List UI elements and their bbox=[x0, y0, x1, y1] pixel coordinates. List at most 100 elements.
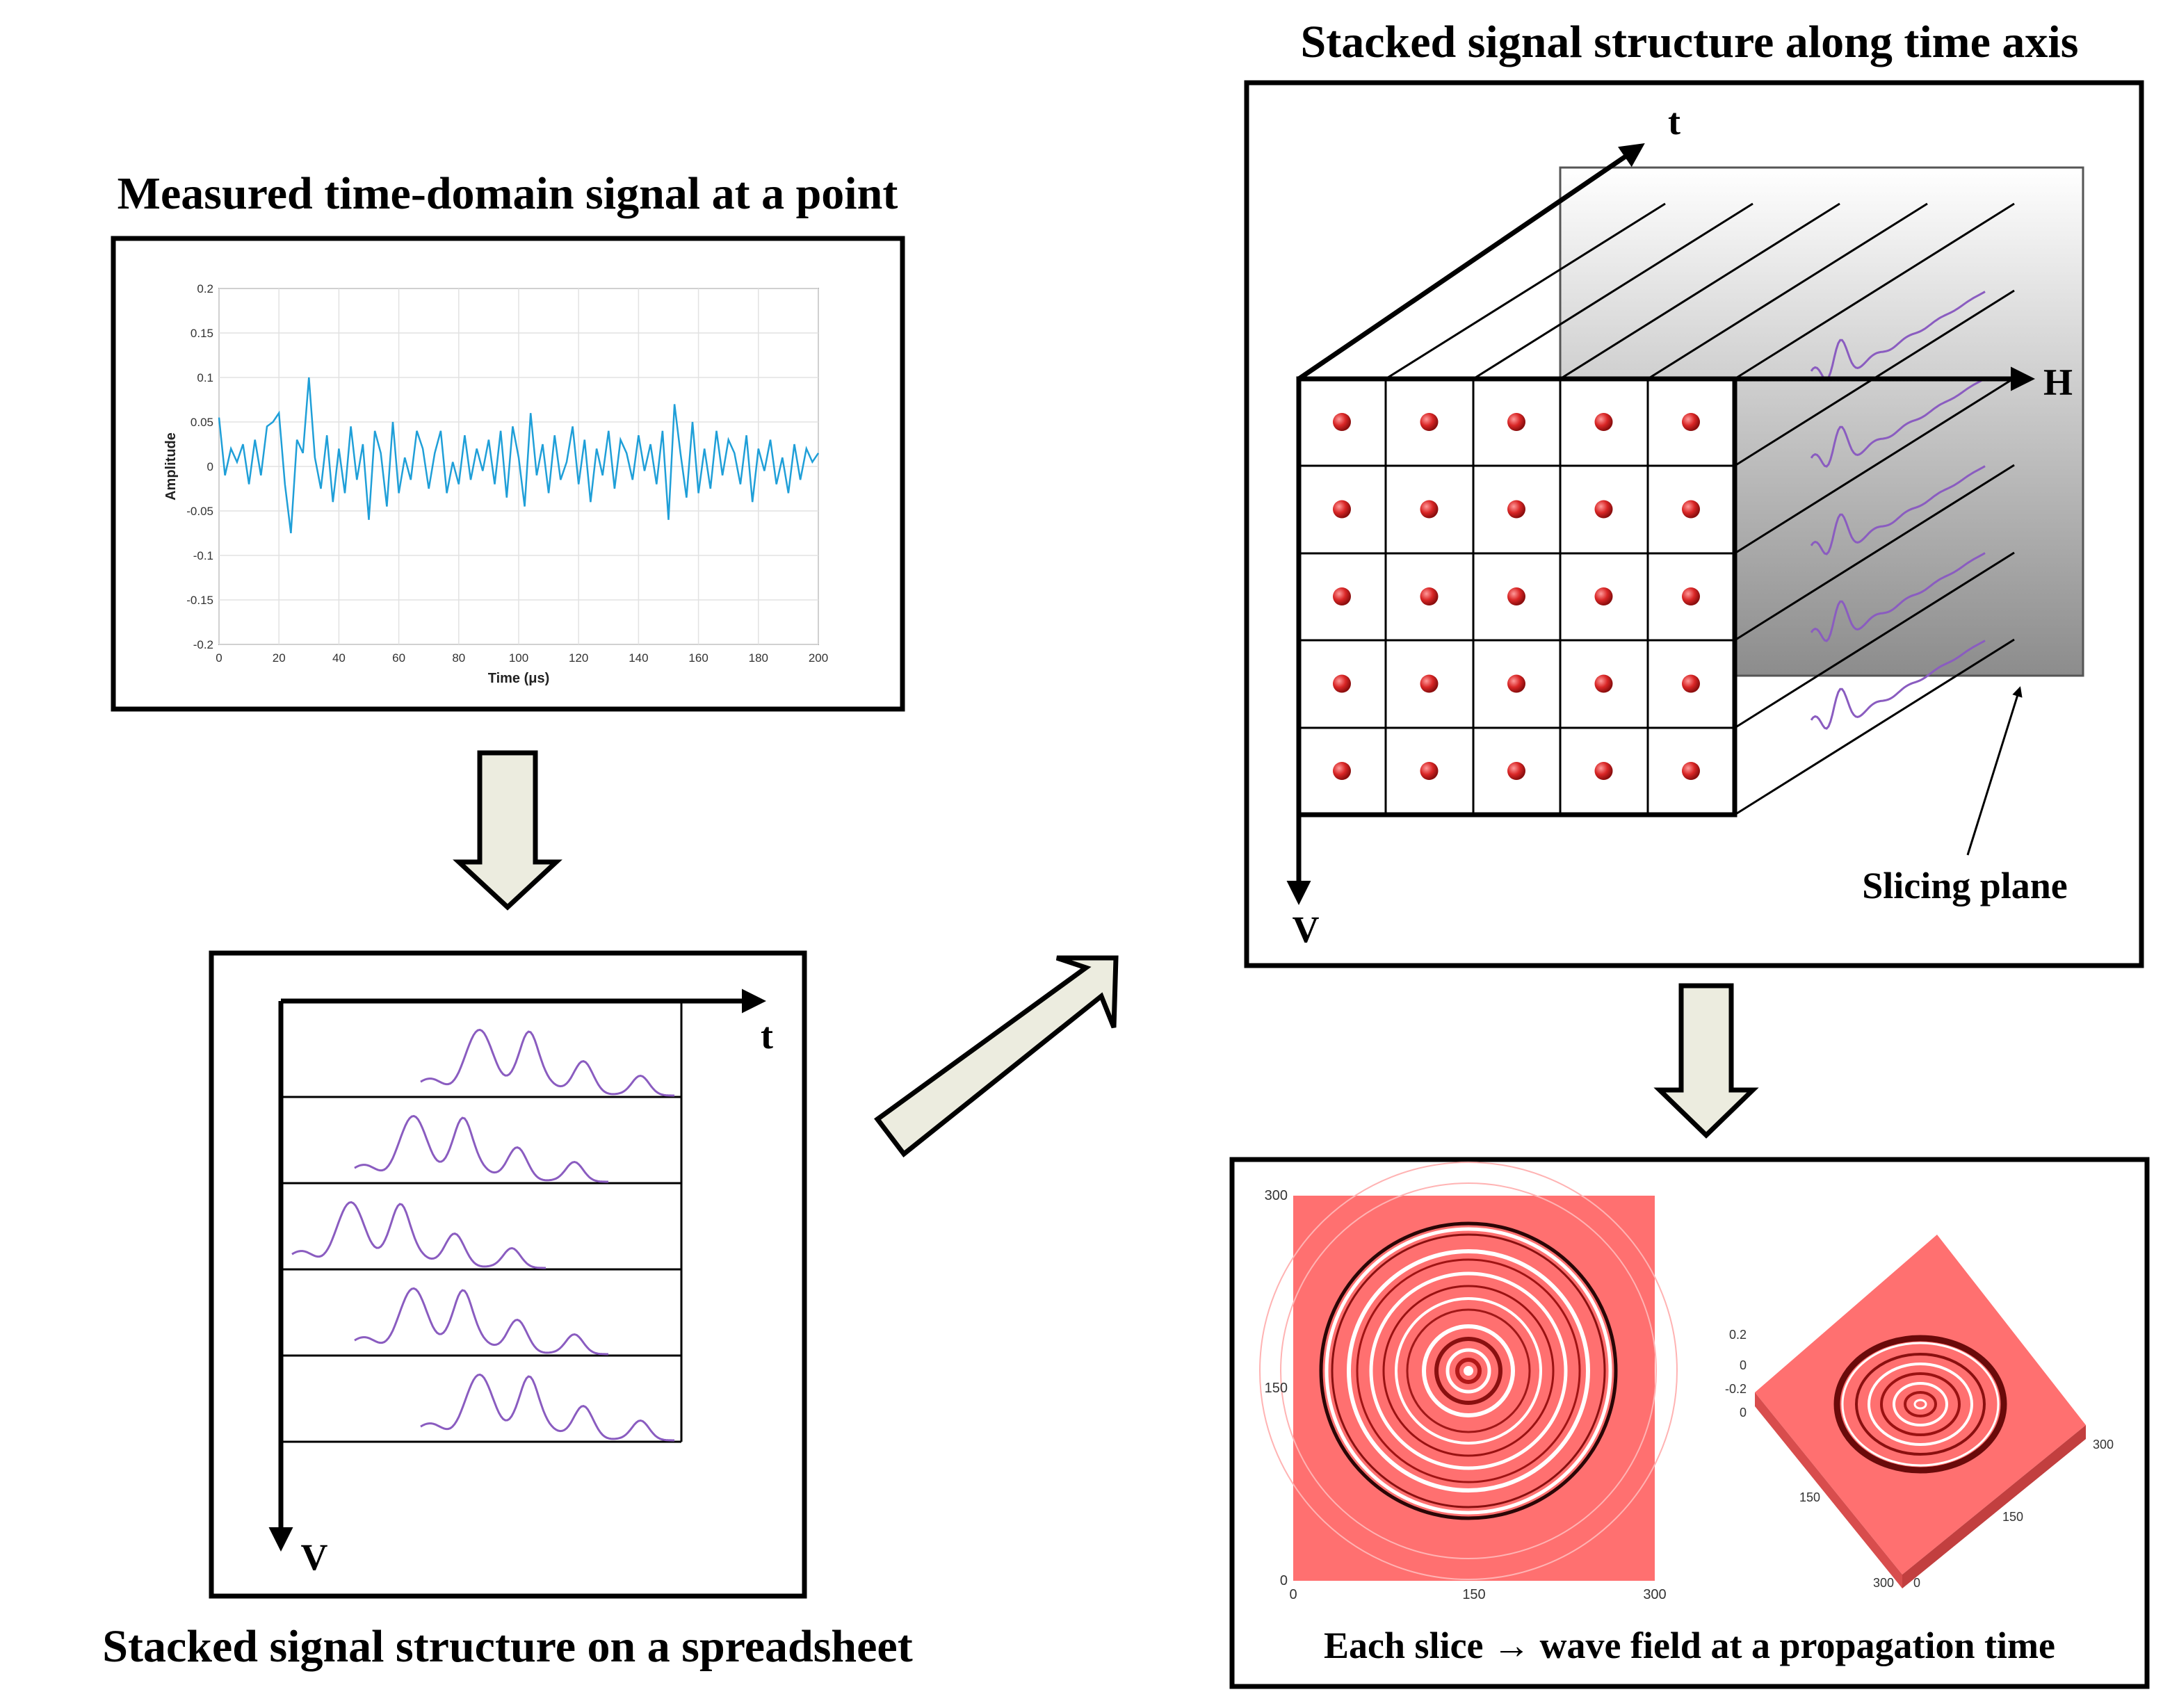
measurement-point-dot bbox=[1507, 413, 1525, 431]
chart-x-tick-label: 140 bbox=[629, 651, 648, 665]
surface-ring bbox=[1833, 1335, 2007, 1474]
surface-ring bbox=[1913, 1399, 1927, 1410]
cube-depth-line bbox=[1385, 202, 1666, 380]
spreadsheet-wave-trace bbox=[420, 1373, 674, 1442]
measurement-point-dot bbox=[1682, 500, 1700, 519]
map-ring bbox=[1331, 1233, 1606, 1508]
map-ring bbox=[1455, 1358, 1482, 1384]
map-ring bbox=[1382, 1285, 1555, 1457]
measurement-point-dot bbox=[1420, 413, 1439, 431]
surface-x-tick-0: 0 bbox=[1913, 1576, 1920, 1590]
map-ring bbox=[1434, 1337, 1502, 1405]
cube-depth-line bbox=[1734, 202, 2015, 380]
measurement-point-dot bbox=[1507, 674, 1525, 693]
cube-depth-line bbox=[1647, 202, 1928, 380]
measurement-point-dot bbox=[1507, 762, 1525, 780]
cube-t-label: t bbox=[1668, 101, 1680, 143]
measurement-point-dot bbox=[1682, 674, 1700, 693]
wave-field-surface: 0.2 0 -0.2 0 150 300 0 150 300 bbox=[1725, 1235, 2114, 1590]
cube-depth-line bbox=[1560, 202, 1840, 380]
spreadsheet-grid bbox=[281, 1001, 683, 1443]
measurement-point-dot bbox=[1682, 762, 1700, 780]
measurement-point-dot bbox=[1420, 500, 1439, 519]
chart-y-tick-label: 0.05 bbox=[191, 416, 213, 429]
surface-x-tick-300: 300 bbox=[2093, 1438, 2114, 1451]
chart-x-tick-label: 40 bbox=[332, 651, 346, 665]
chart-y-tick-label: -0.05 bbox=[186, 505, 213, 518]
chart-grid bbox=[218, 288, 819, 645]
chart-x-tick-label: 200 bbox=[809, 651, 828, 665]
measurement-point-dot bbox=[1682, 413, 1700, 431]
measurement-points bbox=[1333, 413, 1700, 780]
cube-wave-trace bbox=[1810, 640, 1986, 730]
map-ring bbox=[1395, 1297, 1542, 1445]
slicing-plane-pointer bbox=[1966, 686, 2023, 856]
surface-ring bbox=[1893, 1382, 1948, 1426]
map-ring bbox=[1406, 1308, 1531, 1433]
surface-y-tick-0: 0 bbox=[1740, 1406, 1747, 1420]
map-ring bbox=[1319, 1221, 1618, 1520]
chart-y-tick-label: 0.15 bbox=[191, 327, 213, 340]
spreadsheet-wave-trace bbox=[354, 1287, 608, 1356]
cube-wave-trace bbox=[1810, 552, 1986, 642]
measurement-point-dot bbox=[1594, 500, 1613, 519]
surface-ring bbox=[1868, 1363, 1973, 1446]
map-ring bbox=[1347, 1249, 1590, 1493]
chart-x-axis-label: Time (μs) bbox=[488, 671, 550, 686]
map-ring bbox=[1445, 1348, 1491, 1394]
map-tick-left-0: 0 bbox=[1280, 1573, 1288, 1588]
measurement-point-dot bbox=[1420, 762, 1439, 780]
wave-field-panel: 300 150 0 0 150 300 0.2 0 -0.2 0 150 300… bbox=[1229, 1157, 2150, 1689]
cube-wave-trace bbox=[1810, 465, 1986, 555]
map-ring bbox=[1259, 1162, 1678, 1580]
down-arrow-to-spreadsheet bbox=[453, 750, 562, 911]
measurement-point-dot bbox=[1333, 587, 1351, 605]
slicing-plane-label: Slicing plane bbox=[1862, 865, 2068, 906]
front-grid bbox=[1296, 376, 1737, 818]
map-ring bbox=[1325, 1227, 1612, 1515]
chart-y-tick-label: 0.1 bbox=[197, 371, 213, 384]
measurement-point-dot bbox=[1333, 500, 1351, 519]
measurement-point-dot bbox=[1682, 587, 1700, 605]
map-ring bbox=[1369, 1271, 1568, 1470]
measurement-point-dot bbox=[1594, 587, 1613, 605]
title-measured-signal: Measured time-domain signal at a point bbox=[118, 168, 898, 219]
chart-y-tick-label: -0.2 bbox=[193, 638, 213, 651]
cube-h-label: H bbox=[2043, 361, 2073, 403]
cube-wave-trace bbox=[1810, 377, 1986, 468]
time-axis-panel: t H V Slicing plane bbox=[1244, 80, 2144, 968]
map-ring bbox=[1280, 1182, 1657, 1559]
cube-depth-line bbox=[1734, 551, 2015, 729]
measurement-point-dot bbox=[1420, 674, 1439, 693]
surface-x-tick-150: 150 bbox=[2002, 1510, 2023, 1524]
map-tick-bottom-300: 300 bbox=[1643, 1587, 1666, 1602]
chart-y-tick-label: 0.2 bbox=[197, 282, 213, 295]
map-rings bbox=[1259, 1162, 1678, 1580]
chart-x-tick-label: 20 bbox=[273, 651, 286, 665]
cube-depth-line bbox=[1734, 377, 2015, 555]
surface-rings bbox=[1833, 1335, 2007, 1474]
map-tick-bottom-150: 150 bbox=[1462, 1587, 1485, 1602]
chart-x-tick-label: 0 bbox=[216, 651, 222, 665]
diagonal-arrow-to-cube bbox=[874, 955, 1119, 1157]
surface-z-tick-mid: 0 bbox=[1740, 1358, 1747, 1372]
cube-wave-trace bbox=[1810, 291, 1986, 381]
map-tick-left-150: 150 bbox=[1265, 1381, 1288, 1396]
measurement-point-dot bbox=[1507, 500, 1525, 519]
surface-ring bbox=[1841, 1342, 2000, 1467]
measurement-point-dot bbox=[1594, 413, 1613, 431]
chart-x-tick-label: 80 bbox=[452, 651, 465, 665]
chart-y-tick-label: 0 bbox=[207, 460, 213, 473]
wave-field-map: 300 150 0 0 150 300 bbox=[1259, 1162, 1678, 1602]
surface-ring bbox=[1880, 1372, 1961, 1436]
spreadsheet-wave-trace bbox=[354, 1114, 608, 1183]
spreadsheet-t-label: t bbox=[761, 1015, 773, 1057]
spreadsheet-wave-trace bbox=[420, 1028, 674, 1097]
chart-x-tick-label: 160 bbox=[688, 651, 708, 665]
surface-y-tick-150: 150 bbox=[1799, 1490, 1820, 1504]
measurement-point-dot bbox=[1333, 762, 1351, 780]
surface-ring bbox=[1904, 1391, 1937, 1417]
chart-y-ticks: 0.20.150.10.050-0.05-0.1-0.15-0.2 bbox=[186, 282, 213, 651]
cube-v-label: V bbox=[1293, 909, 1320, 950]
